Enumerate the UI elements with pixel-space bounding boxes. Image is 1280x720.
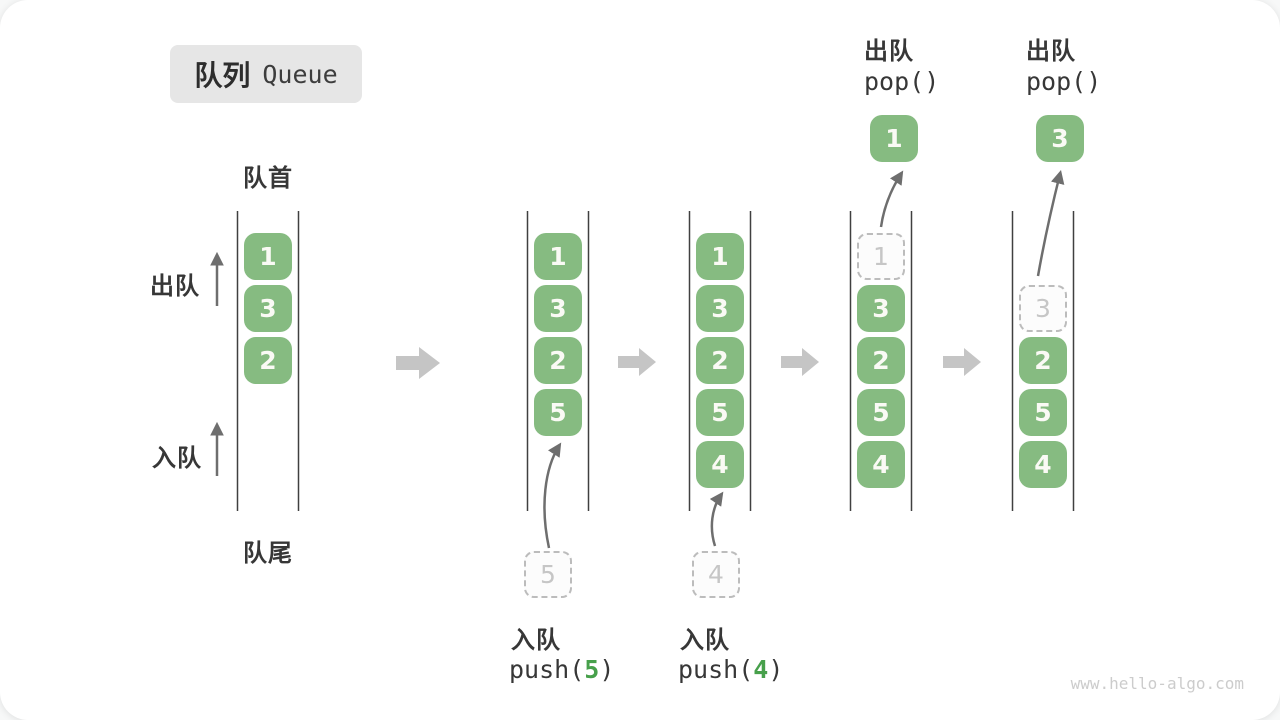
queue-item: 5 (534, 389, 582, 436)
rear-label: 队尾 (243, 540, 293, 567)
queue-item: 1 (244, 233, 292, 280)
queue-item: 2 (1019, 337, 1067, 384)
queue-item: 2 (244, 337, 292, 384)
push-label-zh: 入队 (511, 627, 561, 654)
queue-item: 2 (696, 337, 744, 384)
push-code: push(5) (509, 655, 614, 684)
queue-item: 4 (696, 441, 744, 488)
flow-arrow-4 (943, 348, 981, 376)
push-close: ) (599, 655, 615, 684)
watermark: www.hello-algo.com (1070, 674, 1244, 693)
pop-arrow-1 (879, 170, 904, 228)
removed-item-ghost: 3 (1019, 285, 1067, 332)
queue-item: 4 (857, 441, 905, 488)
flow-arrow-1 (396, 347, 440, 379)
enqueue-label: 入队 (152, 445, 202, 472)
incoming-item-ghost: 5 (524, 551, 572, 598)
dequeue-label: 出队 (150, 273, 200, 300)
push-close: ) (768, 655, 784, 684)
queue-item: 1 (696, 233, 744, 280)
queue-item: 1 (534, 233, 582, 280)
queue-item: 3 (244, 285, 292, 332)
push-arg: 5 (584, 655, 600, 684)
pop-code: pop() (1026, 67, 1102, 96)
flow-arrow-3 (781, 348, 819, 376)
pop-code: pop() (864, 67, 940, 96)
pop-label-zh: 出队 (1026, 38, 1076, 65)
push-code: push(4) (678, 655, 783, 684)
incoming-item-ghost: 4 (692, 551, 740, 598)
queue-item: 3 (534, 285, 582, 332)
push-arrow-4 (709, 491, 724, 547)
queue-item: 2 (534, 337, 582, 384)
removed-item-ghost: 1 (857, 233, 905, 280)
pop-label-zh: 出队 (864, 38, 914, 65)
queue-item: 2 (857, 337, 905, 384)
queue-item: 3 (857, 285, 905, 332)
push-label-zh: 入队 (680, 627, 730, 654)
state-transition-arrows (396, 347, 981, 379)
queue-walls (236, 211, 1075, 511)
queue-item: 4 (1019, 441, 1067, 488)
push-fn: push( (509, 655, 585, 684)
queue-item: 5 (696, 389, 744, 436)
popped-item: 3 (1036, 115, 1084, 162)
pop-arrow-3 (1036, 169, 1065, 277)
queue-item: 5 (1019, 389, 1067, 436)
push-arg: 4 (753, 655, 769, 684)
push-fn: push( (678, 655, 754, 684)
flow-arrow-2 (618, 348, 656, 376)
title-zh: 队列 (194, 60, 251, 91)
push-arrow-5 (543, 442, 562, 549)
front-label: 队首 (243, 165, 293, 192)
title-en: Queue (262, 59, 338, 89)
queue-item: 3 (696, 285, 744, 332)
title-badge: 队列 Queue (170, 45, 362, 103)
popped-item: 1 (870, 115, 918, 162)
queue-item: 5 (857, 389, 905, 436)
operation-arrows (543, 169, 1065, 549)
